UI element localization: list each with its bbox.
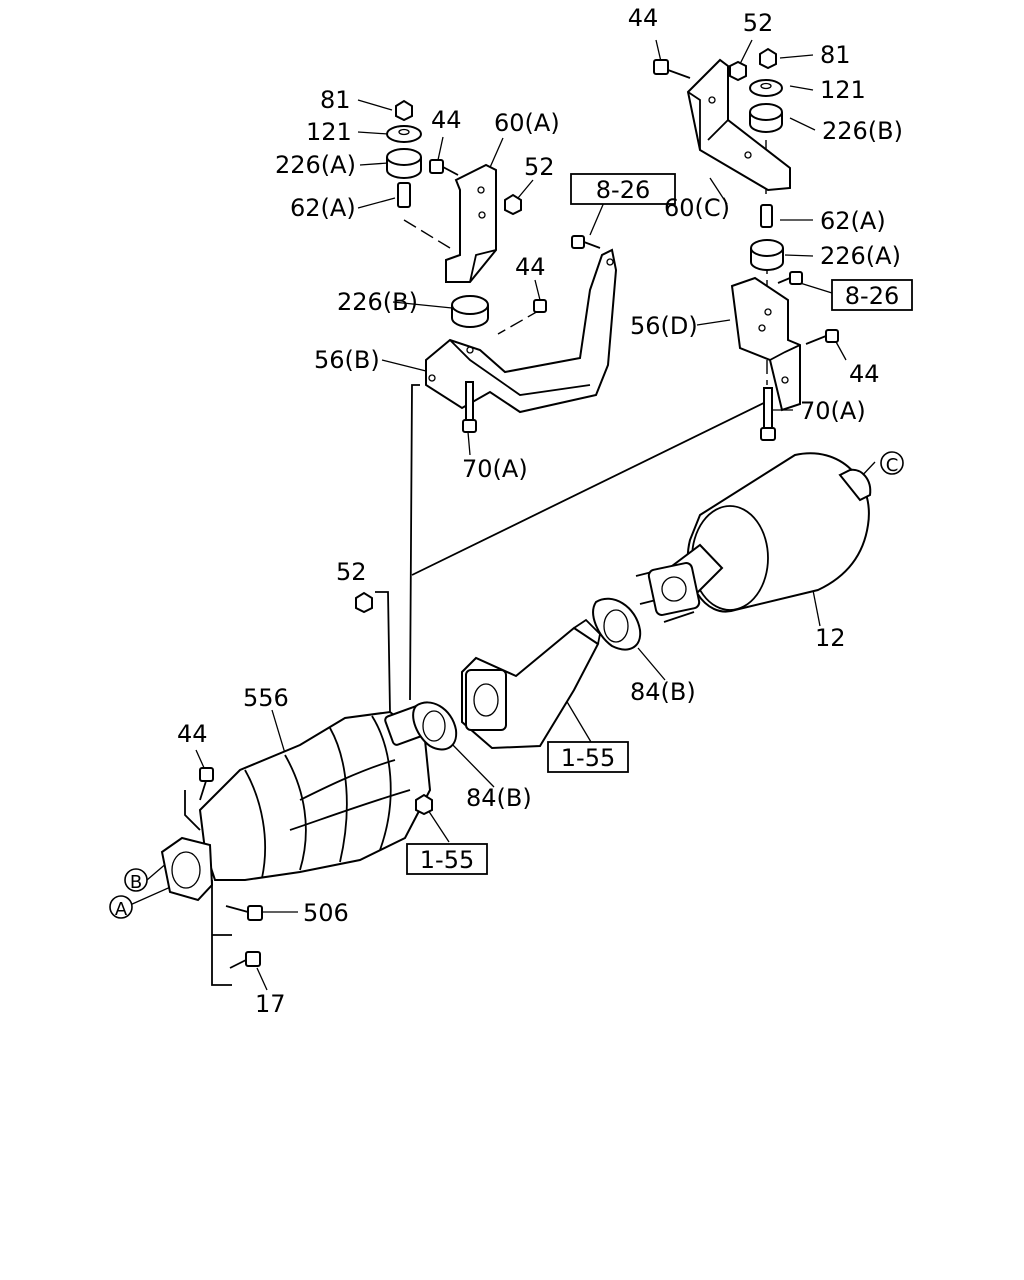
bolt-17 xyxy=(229,951,261,969)
bolt-44-right-mid xyxy=(805,329,839,345)
label-62a-left: 62(A) xyxy=(290,194,356,222)
converter-556 xyxy=(198,704,432,881)
ref-box-8-26-right[interactable]: 8-26 xyxy=(831,279,913,311)
nut-flange-lower xyxy=(415,793,433,816)
bracket-60c xyxy=(686,58,791,192)
label-44-right-mid: 44 xyxy=(849,360,880,388)
nut-52-left-top xyxy=(504,193,522,216)
label-62a-right: 62(A) xyxy=(820,207,886,235)
label-52-top-right: 52 xyxy=(743,9,774,37)
bolt-44-left-top xyxy=(429,159,459,176)
label-52-mid: 52 xyxy=(336,558,367,586)
ref-1-55-lower-text[interactable]: 1-55 xyxy=(420,846,474,874)
collar-62a-left xyxy=(397,182,411,208)
bolt-70a-left xyxy=(462,381,477,433)
bolt-44-bottom xyxy=(199,767,214,801)
marker-c-text: C xyxy=(886,455,899,476)
label-226a-left: 226(A) xyxy=(275,151,356,179)
label-12: 12 xyxy=(815,624,846,652)
ref-box-1-55-lower[interactable]: 1-55 xyxy=(406,843,488,875)
ref-box-1-55-mid[interactable]: 1-55 xyxy=(547,741,629,773)
label-556: 556 xyxy=(243,684,289,712)
ref-8-26-top-text[interactable]: 8-26 xyxy=(596,176,650,204)
label-44-left-top: 44 xyxy=(431,106,462,134)
label-70a-left: 70(A) xyxy=(462,455,528,483)
label-56b: 56(B) xyxy=(314,346,380,374)
ref-8-26-right-text[interactable]: 8-26 xyxy=(845,282,899,310)
label-44-mid: 44 xyxy=(515,253,546,281)
bolt-44-mid xyxy=(533,299,547,313)
stud-bolts-muffler-flange xyxy=(635,562,701,623)
nut-52-mid xyxy=(355,591,373,614)
nut-81-right xyxy=(759,47,777,70)
nut-81-left xyxy=(395,99,413,122)
label-84b-lower: 84(B) xyxy=(466,784,532,812)
marker-b: B xyxy=(124,868,148,893)
cushion-226a-left xyxy=(386,148,422,179)
collar-62a-right xyxy=(760,204,773,228)
marker-a: A xyxy=(109,895,133,920)
bracket-56b xyxy=(425,248,618,414)
ref-box-8-26-top[interactable]: 8-26 xyxy=(570,173,676,205)
bracket-56d xyxy=(730,276,801,412)
label-60c: 60(C) xyxy=(664,194,730,222)
label-121-left: 121 xyxy=(306,118,352,146)
inlet-flange xyxy=(160,836,214,902)
bolt-8-26-right xyxy=(777,271,803,285)
bracket-60a xyxy=(445,163,497,283)
label-121-right: 121 xyxy=(820,76,866,104)
label-70a-right: 70(A) xyxy=(800,397,866,425)
marker-b-text: B xyxy=(130,872,142,893)
label-84b-right: 84(B) xyxy=(630,678,696,706)
marker-c: C xyxy=(880,451,904,476)
gasket-84b-right xyxy=(592,597,642,651)
ref-1-55-mid-text[interactable]: 1-55 xyxy=(561,744,615,772)
washer-121-right xyxy=(749,79,783,97)
bolt-506 xyxy=(225,905,263,921)
label-44-bottom: 44 xyxy=(177,720,208,748)
label-81-right: 81 xyxy=(820,41,851,69)
bolt-44-top-right xyxy=(653,59,691,79)
label-52-left-top: 52 xyxy=(524,153,555,181)
bolt-70a-right xyxy=(760,387,776,441)
gasket-84b-lower xyxy=(412,701,458,751)
part-labels: 44 52 81 121 226(B) 60(C) 62(A) 226(A) 5… xyxy=(177,4,903,1018)
cushion-226a-right xyxy=(750,239,784,271)
cushion-226b-right xyxy=(749,103,783,133)
label-506: 506 xyxy=(303,899,349,927)
flex-pipe-assembly xyxy=(461,618,601,750)
label-60a: 60(A) xyxy=(494,109,560,137)
label-81-left: 81 xyxy=(320,86,351,114)
marker-a-text: A xyxy=(115,899,128,920)
bolt-8-26-top xyxy=(571,235,601,249)
label-56d: 56(D) xyxy=(630,312,698,340)
label-226a-right: 226(A) xyxy=(820,242,901,270)
label-226b-right: 226(B) xyxy=(822,117,903,145)
washer-121-left xyxy=(386,125,422,143)
label-44-top-right: 44 xyxy=(628,4,659,32)
nut-52-top-right xyxy=(729,60,747,82)
label-226b-left: 226(B) xyxy=(337,288,418,316)
cushion-226b-left xyxy=(451,295,489,328)
label-17: 17 xyxy=(255,990,286,1018)
